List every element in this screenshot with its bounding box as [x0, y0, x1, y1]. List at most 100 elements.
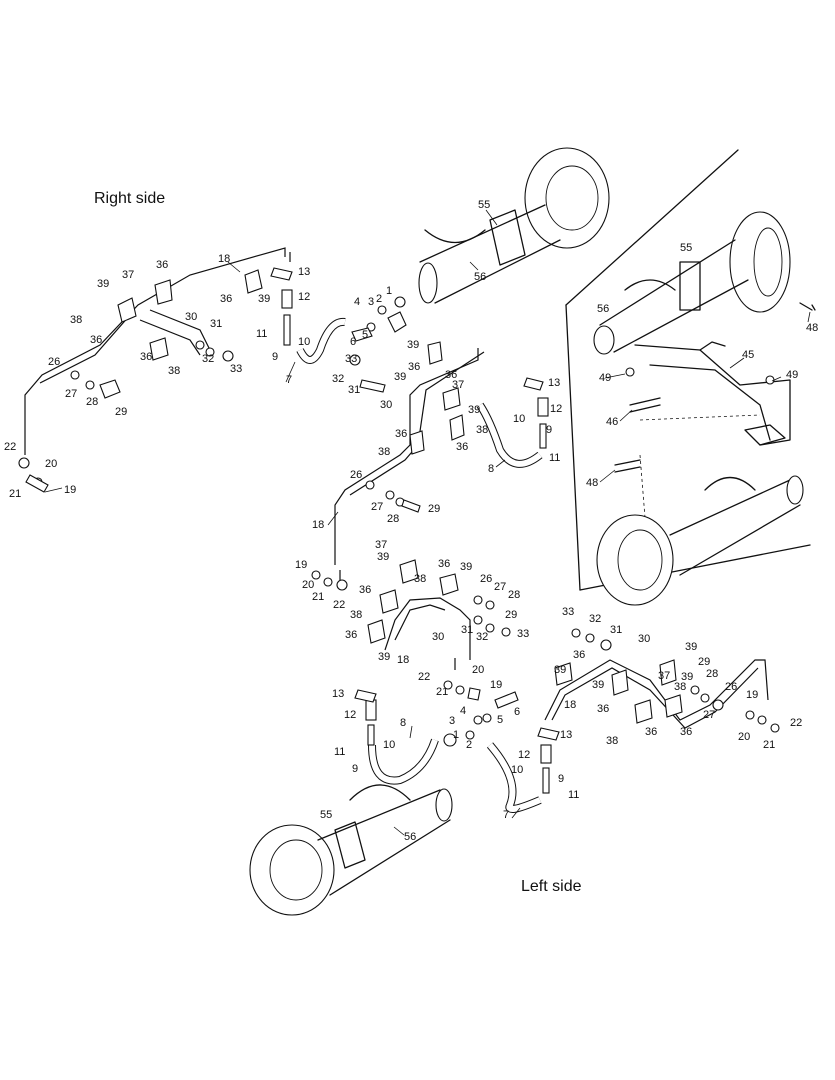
callout-18: 18 [312, 519, 324, 531]
callout-38: 38 [674, 681, 686, 693]
callout-18: 18 [218, 253, 230, 265]
callout-12: 12 [344, 709, 356, 721]
callout-22: 22 [4, 441, 16, 453]
callout-1: 1 [453, 729, 459, 741]
callout-13: 13 [560, 729, 572, 741]
callout-36: 36 [597, 703, 609, 715]
callout-9: 9 [272, 351, 278, 363]
callout-39: 39 [460, 561, 472, 573]
callout-39: 39 [378, 651, 390, 663]
callout-39: 39 [394, 371, 406, 383]
callout-55: 55 [680, 242, 692, 254]
callout-12: 12 [550, 403, 562, 415]
callout-1: 1 [386, 285, 392, 297]
callout-28: 28 [86, 396, 98, 408]
callout-27: 27 [371, 501, 383, 513]
inset-panel [565, 149, 816, 606]
callout-39: 39 [377, 551, 389, 563]
callout-5: 5 [362, 329, 368, 341]
callout-36: 36 [156, 259, 168, 271]
callout-29: 29 [505, 609, 517, 621]
callout-6: 6 [514, 706, 520, 718]
callout-36: 36 [456, 441, 468, 453]
right-side-piping [18, 247, 549, 565]
callout-31: 31 [610, 624, 622, 636]
callout-19: 19 [295, 559, 307, 571]
right-side-label: Right side [94, 190, 165, 207]
callout-55: 55 [478, 199, 490, 211]
callout-4: 4 [460, 705, 466, 717]
callout-37: 37 [375, 539, 387, 551]
callout-33: 33 [562, 606, 574, 618]
callout-36: 36 [680, 726, 692, 738]
callout-38: 38 [378, 446, 390, 458]
callout-38: 38 [350, 609, 362, 621]
callout-32: 32 [332, 373, 344, 385]
callout-12: 12 [298, 291, 310, 303]
callout-27: 27 [703, 709, 715, 721]
callout-22: 22 [418, 671, 430, 683]
callout-9: 9 [352, 763, 358, 775]
callout-13: 13 [332, 688, 344, 700]
callouts: 39 37 36 18 13 36 39 12 38 36 30 31 11 1… [4, 199, 818, 843]
callout-39: 39 [554, 664, 566, 676]
callout-38: 38 [476, 424, 488, 436]
callout-36: 36 [645, 726, 657, 738]
callout-33: 33 [230, 363, 242, 375]
callout-38: 38 [606, 735, 618, 747]
callout-28: 28 [706, 668, 718, 680]
callout-30: 30 [432, 631, 444, 643]
callout-39: 39 [681, 671, 693, 683]
callout-39: 39 [468, 404, 480, 416]
callout-30: 30 [638, 633, 650, 645]
callout-2: 2 [376, 293, 382, 305]
callout-36: 36 [140, 351, 152, 363]
callout-19: 19 [490, 679, 502, 691]
callout-3: 3 [449, 715, 455, 727]
callout-31: 31 [210, 318, 222, 330]
callout-2: 2 [466, 739, 472, 751]
callout-26: 26 [48, 356, 60, 368]
callout-18: 18 [564, 699, 576, 711]
callout-45: 45 [742, 349, 754, 361]
callout-36: 36 [573, 649, 585, 661]
callout-36: 36 [359, 584, 371, 596]
callout-31: 31 [461, 624, 473, 636]
callout-20: 20 [738, 731, 750, 743]
leader-lines [44, 209, 811, 836]
right-axle [418, 147, 610, 304]
callout-49: 49 [786, 369, 798, 381]
callout-8: 8 [488, 463, 494, 475]
callout-37: 37 [452, 379, 464, 391]
callout-7: 7 [503, 809, 509, 821]
callout-32: 32 [589, 613, 601, 625]
callout-26: 26 [350, 469, 362, 481]
callout-33: 33 [517, 628, 529, 640]
callout-30: 30 [185, 311, 197, 323]
callout-39: 39 [592, 679, 604, 691]
callout-46: 46 [606, 416, 618, 428]
callout-10: 10 [383, 739, 395, 751]
callout-21: 21 [9, 488, 21, 500]
callout-36: 36 [408, 361, 420, 373]
callout-11: 11 [568, 789, 579, 801]
callout-7: 7 [286, 374, 292, 386]
callout-36: 36 [445, 369, 457, 381]
callout-27: 27 [494, 581, 506, 593]
callout-28: 28 [387, 513, 399, 525]
callout-4: 4 [354, 296, 360, 308]
left-side-label: Left side [521, 878, 582, 895]
callout-38: 38 [168, 365, 180, 377]
callout-6: 6 [350, 336, 356, 348]
callout-36: 36 [438, 558, 450, 570]
callout-20: 20 [472, 664, 484, 676]
callout-31: 31 [348, 384, 360, 396]
callout-27: 27 [65, 388, 77, 400]
callout-13: 13 [548, 377, 560, 389]
callout-12: 12 [518, 749, 530, 761]
callout-22: 22 [333, 599, 345, 611]
callout-28: 28 [508, 589, 520, 601]
callout-11: 11 [549, 452, 560, 464]
callout-29: 29 [698, 656, 710, 668]
